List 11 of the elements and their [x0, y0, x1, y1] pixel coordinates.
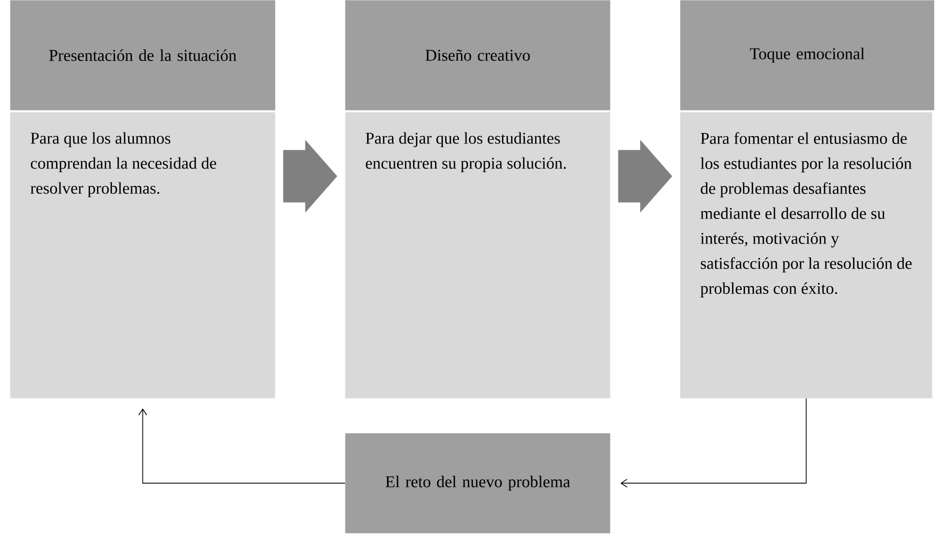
block-arrow	[283, 140, 338, 212]
block-arrow	[618, 140, 672, 212]
header-box: Presentación de la situación	[10, 0, 276, 110]
text-box: Para que los alumnos comprendan la necesidad de resolver problemas.	[10, 112, 276, 398]
header-box: Toque emocional	[680, 0, 934, 110]
header-box: Diseño creativo	[345, 0, 610, 110]
arrow	[138, 408, 346, 484]
process-box: El reto del nuevo problema	[345, 433, 610, 534]
arrow	[620, 398, 807, 488]
text-box: Para dejar que los estudiantes encuentren su propia solución.	[345, 112, 610, 398]
text-box: Para fomentar el entusiasmo de los estudiantes por la resolución de problemas desafiantes mediante el desarrollo de su interés, motivación y satisfacción por la resolución de problemas con éxito.	[680, 112, 932, 398]
